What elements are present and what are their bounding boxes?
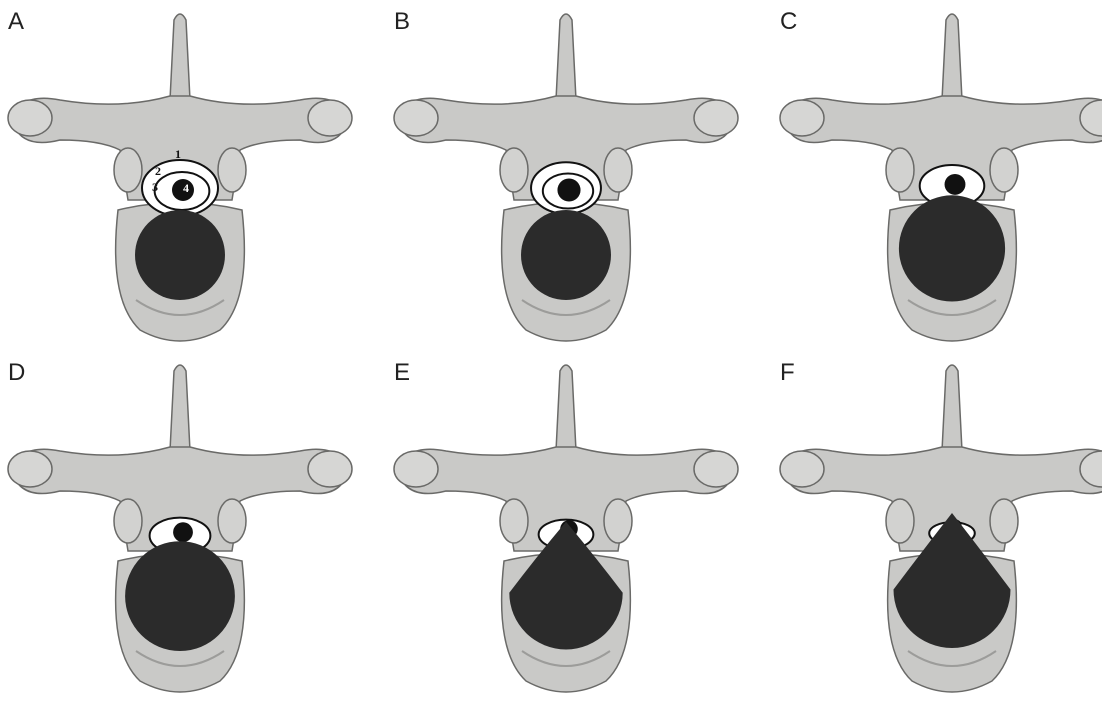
panel-c: C (772, 0, 1102, 351)
region-label-4: 4 (183, 181, 189, 195)
left-facet (886, 148, 914, 192)
spinous-process (556, 365, 576, 460)
dark-mass (135, 210, 225, 300)
vertebra-diagram-f (772, 351, 1102, 702)
spinous-process (556, 14, 576, 109)
vertebra-diagram-d (0, 351, 367, 702)
spinal-cord (173, 522, 193, 542)
left-transverse-tip (8, 100, 52, 136)
panel-letter: D (8, 359, 25, 387)
spinal-cord (945, 174, 966, 195)
region-label-3: 3 (152, 180, 158, 194)
panel-f: F (772, 351, 1102, 702)
region-label-1: 1 (175, 147, 181, 161)
panel-e: E (386, 351, 753, 702)
right-transverse-tip (694, 100, 738, 136)
right-facet (990, 499, 1018, 543)
right-facet (990, 148, 1018, 192)
left-facet (114, 148, 142, 192)
vertebra-diagram-b (386, 0, 753, 351)
panel-b: B (386, 0, 753, 351)
spinous-process (942, 365, 962, 460)
dark-mass (125, 541, 235, 651)
vertebra-diagram-a: 12 3 4 (0, 0, 367, 351)
left-facet (114, 499, 142, 543)
right-transverse-tip (694, 451, 738, 487)
vertebra-diagram-e (386, 351, 753, 702)
right-facet (604, 499, 632, 543)
spinous-process (942, 14, 962, 109)
panel-letter: A (8, 8, 24, 36)
region-label-2: 2 (155, 164, 161, 178)
panel-letter: F (780, 359, 795, 387)
left-transverse-tip (780, 451, 824, 487)
right-facet (218, 148, 246, 192)
right-transverse-tip (308, 451, 352, 487)
left-facet (886, 499, 914, 543)
right-facet (218, 499, 246, 543)
spinous-process (170, 365, 190, 460)
spinal-cord (557, 178, 580, 201)
panel-d: D (0, 351, 367, 702)
right-transverse-tip (308, 100, 352, 136)
right-facet (604, 148, 632, 192)
dark-mass (899, 195, 1005, 301)
left-transverse-tip (394, 100, 438, 136)
spinous-process (170, 14, 190, 109)
vertebra-diagram-c (772, 0, 1102, 351)
left-transverse-tip (394, 451, 438, 487)
panel-letter: C (780, 8, 797, 36)
panel-a: 12 3 4 A (0, 0, 367, 351)
left-transverse-tip (780, 100, 824, 136)
left-transverse-tip (8, 451, 52, 487)
panel-letter: B (394, 8, 410, 36)
left-facet (500, 499, 528, 543)
left-facet (500, 148, 528, 192)
dark-mass (521, 210, 611, 300)
panel-letter: E (394, 359, 410, 387)
